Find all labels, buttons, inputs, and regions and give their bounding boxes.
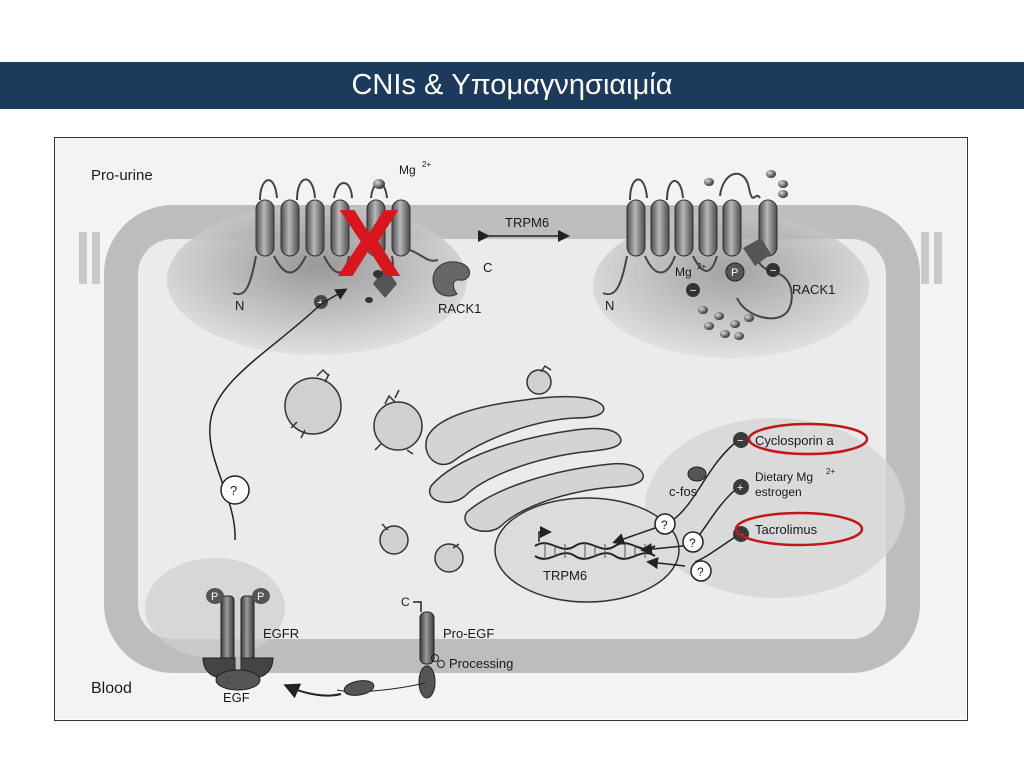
- egfr-label: EGFR: [263, 626, 299, 641]
- dietary-plus-sign: +: [737, 482, 743, 494]
- rack1-left-shape: [432, 261, 471, 297]
- mg-label-right-sup: 2+: [697, 262, 706, 271]
- pro-egf-molecule: [283, 601, 445, 699]
- dietary-label-line1: Dietary Mg: [755, 470, 813, 484]
- rack1-label-left: RACK1: [438, 301, 481, 316]
- c-fos-protein: [687, 466, 707, 482]
- question-marker-a: [654, 513, 676, 535]
- c-terminus-proegf: C: [401, 595, 410, 609]
- title-bar: CNIs & Υπομαγνησιαιμία: [0, 62, 1024, 109]
- mg-label-top: Mg: [399, 163, 416, 177]
- minus-sign-right-b: −: [770, 265, 776, 277]
- phospho-p-egfr-left: P: [211, 591, 218, 603]
- cyclosporin-minus-icon: [733, 432, 749, 448]
- mg-label-right: Mg: [675, 265, 692, 279]
- golgi-apparatus: [425, 395, 644, 533]
- n-terminus-left: N: [235, 298, 244, 313]
- question-text-c: ?: [697, 565, 704, 579]
- mg-label-top-sup: 2+: [422, 160, 431, 169]
- dietary-label-sup: 2+: [826, 467, 835, 476]
- basal-shade: [145, 558, 285, 658]
- transport-vesicles: [284, 364, 552, 573]
- cyclosporin-minus-sign: −: [737, 435, 743, 447]
- pro-egf-label: Pro-EGF: [443, 626, 494, 641]
- c-fos-label: c-fos: [669, 484, 698, 499]
- trpm6-gene-dna: [534, 526, 656, 560]
- question-text-a: ?: [661, 518, 668, 532]
- tacrolimus-label: Tacrolimus: [755, 522, 818, 537]
- trpm6-gene-label: TRPM6: [543, 568, 587, 583]
- c-terminus-left: C: [483, 260, 492, 275]
- blood-label: Blood: [91, 680, 132, 697]
- tight-junction-right: [921, 232, 942, 284]
- plus-sign-left: +: [317, 297, 323, 309]
- trpm6-regulation-diagram: Mg 2+ C N RACK1 + X TRPM6: [55, 138, 966, 719]
- egf-label: EGF: [223, 690, 250, 705]
- question-text-egf: ?: [230, 483, 237, 498]
- tacrolimus-highlight-ring: [734, 511, 864, 547]
- minus-sign-right-a: −: [690, 285, 696, 297]
- question-marker-egf: [220, 475, 250, 505]
- egfr-receptor: [202, 588, 274, 691]
- slide-title: CNIs & Υπομαγνησιαιμία: [351, 69, 673, 101]
- phospho-p-egfr-right: P: [257, 591, 264, 603]
- trpm6-channel-left: [232, 178, 471, 309]
- phospho-p-right: P: [731, 267, 738, 279]
- dietary-label-line2: estrogen: [755, 485, 802, 499]
- trpm6-channel-label: TRPM6: [505, 215, 549, 230]
- cyclosporin-label: Cyclosporin a: [755, 433, 835, 448]
- regulation-arrows: [612, 442, 736, 569]
- rack1-label-right: RACK1: [792, 282, 835, 297]
- question-text-b: ?: [689, 536, 696, 550]
- diagram-frame: Mg 2+ C N RACK1 + X TRPM6: [54, 137, 968, 721]
- question-marker-c: [690, 560, 712, 582]
- blocked-x-mark: X: [337, 190, 401, 297]
- nucleus: [494, 497, 680, 603]
- question-marker-b: [682, 531, 704, 553]
- cyclosporin-highlight-ring: [747, 422, 869, 456]
- pro-urine-label: Pro-urine: [91, 167, 153, 184]
- dietary-plus-icon: [733, 479, 749, 495]
- processing-label: Processing: [449, 656, 513, 671]
- trpm6-channel-right: [602, 170, 793, 340]
- tight-junction-left: [79, 232, 100, 284]
- n-terminus-right: N: [605, 298, 614, 313]
